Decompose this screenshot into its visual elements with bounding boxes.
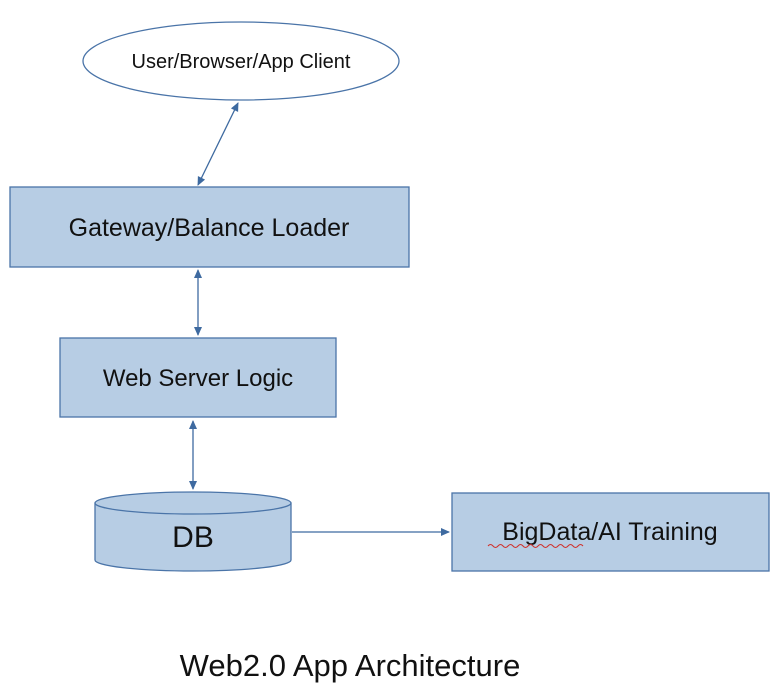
gateway-node: Gateway/Balance Loader xyxy=(9,186,410,268)
db-label: DB xyxy=(172,521,214,554)
client-node: User/Browser/App Client xyxy=(82,21,400,101)
web-server-node: Web Server Logic xyxy=(59,337,337,418)
bigdata-node: BigData/AI Training xyxy=(451,492,770,572)
client-label: User/Browser/App Client xyxy=(132,51,351,73)
client-gateway-arrow xyxy=(197,102,239,186)
diagram-caption: Web2.0 App Architecture xyxy=(179,648,521,683)
bigdata-word: BigData xyxy=(502,518,591,546)
gateway-label: Gateway/Balance Loader xyxy=(69,214,350,242)
spellcheck-underline xyxy=(487,544,584,548)
web-server-label: Web Server Logic xyxy=(103,365,293,392)
bigdata-label: BigData/AI Training xyxy=(502,518,717,546)
db-node: DB xyxy=(94,491,292,572)
bigdata-rest: /AI Training xyxy=(591,518,717,546)
